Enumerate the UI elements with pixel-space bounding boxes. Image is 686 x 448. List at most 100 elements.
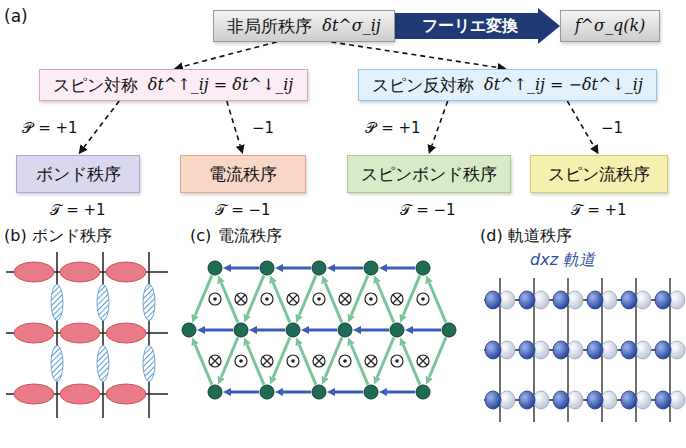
current-arrow [205,329,233,332]
current-arrow [283,267,311,270]
order-box: スピンボンド秩序 [347,155,511,193]
panel-letter: (a) [4,6,28,26]
node-title: スピン反対称 [372,75,474,95]
dxz-orbital [621,391,651,409]
current-arrow [387,267,415,270]
current-arrow [299,275,316,315]
dxz-orbital [553,291,583,309]
current-arrow [221,283,238,323]
weak-bond [97,346,109,382]
strong-bond [14,323,54,343]
flux-out-symbol [287,355,299,367]
current-arrow [351,345,368,385]
lattice-site [364,261,378,275]
parity-label: 𝒫 = +1 [363,119,422,137]
orbital-order-lattice [484,278,685,422]
order-box: スピン流秩序 [530,155,668,193]
formula: δt^σ_ij [322,16,380,35]
current-arrow [413,329,441,332]
dxz-orbital [553,341,583,359]
category-box: スピン対称 δt^↑_ij = δt^↓_ij [39,69,308,101]
panel-letter: (d) [480,226,503,245]
current-arrow [309,329,337,332]
current-arrow [377,283,394,323]
lattice-site [260,385,274,399]
order-box: ボンド秩序 [16,155,140,193]
current-arrow [273,283,290,323]
current-arrow [325,337,342,377]
current-arrow [429,337,446,377]
flux-in-symbol [287,293,299,305]
fourier-box: f^σ_q(k) [560,10,660,42]
lattice-site [234,323,248,337]
flux-in-symbol [391,293,403,305]
panel-letter: (b) [4,226,27,245]
branch-arrow [432,101,448,146]
lattice-site [312,385,326,399]
current-arrow [195,345,212,385]
dxz-orbital [621,291,651,309]
flux-in-symbol [261,355,273,367]
order-box: 電流秩序 [180,155,306,193]
branch-arrow [183,42,277,66]
dxz-orbital [485,391,515,409]
lattice-site [260,261,274,275]
orbital-label: dxz 軌道 [530,250,595,269]
dxz-orbital [587,291,617,309]
panel-title: 電流秩序 [218,226,282,245]
parity-label: −1 [599,119,625,137]
dxz-orbital [655,341,685,359]
lattice-site [338,323,352,337]
transform-arrow [395,13,538,39]
node-title: スピンボンド秩序 [361,164,497,184]
panel-title: 軌道秩序 [508,226,572,245]
arrow-label: フーリエ変換 [422,16,518,35]
node-title: スピン対称 [53,75,138,95]
weak-bond [51,285,63,321]
parity-label: 𝒯 = +1 [50,201,105,219]
strong-bond [106,262,146,282]
dxz-orbital [519,291,549,309]
current-arrow [247,345,264,385]
node-title: 電流秩序 [209,164,277,184]
node-title: ボンド秩序 [36,164,121,184]
parity-label: −1 [250,119,276,137]
current-arrow [231,391,259,394]
current-arrow [273,337,290,377]
dxz-orbital [587,341,617,359]
current-arrow [257,329,285,332]
parity-label: 𝒯 = −1 [400,201,455,219]
current-arrow [403,275,420,315]
strong-bond [60,323,100,343]
branch-arrow [84,101,119,147]
lattice-site [208,385,222,399]
current-arrow [325,283,342,323]
strong-bond [106,323,146,343]
lattice-line [102,252,104,418]
formula: δt^↑_ij = δt^↓_ij [148,75,293,94]
lattice-site [416,261,430,275]
bond-order-lattice [6,252,168,418]
formula: δt^↑_ij = −δt^↓_ij [484,75,643,94]
lattice-line [56,252,58,418]
dxz-orbital [519,341,549,359]
current-arrow [377,337,394,377]
lattice-line [148,252,150,418]
dxz-orbital [621,341,651,359]
current-arrow [335,267,363,270]
dxz-orbital [655,291,685,309]
lattice-site [182,323,196,337]
flux-out-symbol [209,293,221,305]
formula: f^σ_q(k) [575,16,646,35]
branch-arrow [331,42,497,67]
flux-out-symbol [313,293,325,305]
node-title: スピン流秩序 [548,164,650,184]
flux-in-symbol [339,293,351,305]
flux-in-symbol [365,355,377,367]
strong-bond [14,262,54,282]
dxz-orbital [587,391,617,409]
strong-bond [106,384,146,404]
branch-arrow [227,101,240,145]
current-arrow [283,391,311,394]
